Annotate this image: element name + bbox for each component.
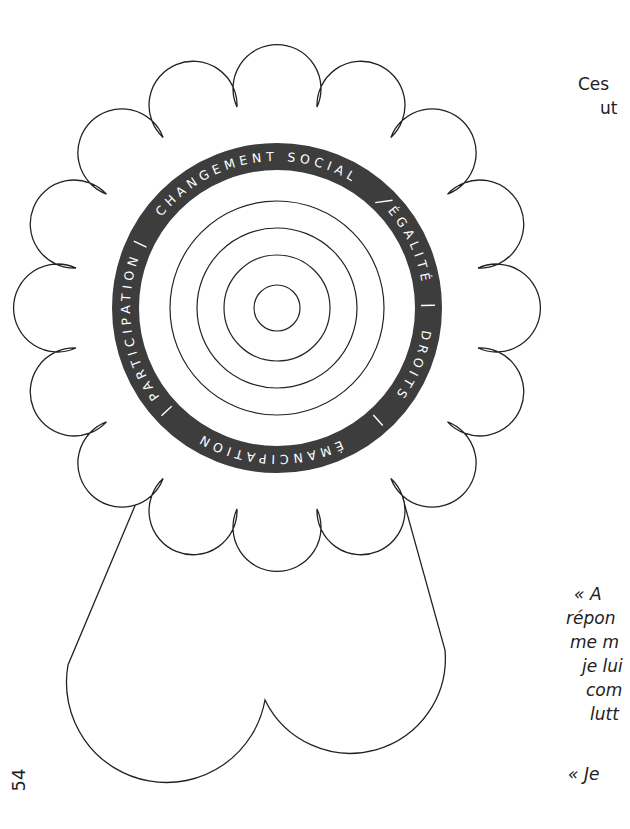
text-fragment: répon — [566, 608, 615, 628]
text-fragment: « Je — [568, 764, 599, 784]
ring-separator — [373, 415, 382, 425]
ring-svg: CHANGEMENT SOCIAL ÉGALITÉ DROITS ÉMANCIPATI… — [112, 143, 442, 473]
ring-word-group: ÉMANCIPATION — [193, 430, 345, 467]
ring-word: ÉGALITÉ — [385, 203, 434, 286]
ring-band: CHANGEMENT SOCIAL ÉGALITÉ DROITS ÉMANCIPATI… — [112, 143, 442, 473]
ring-separator — [161, 406, 171, 416]
concentric-circle — [197, 228, 357, 388]
ring-word: PARTICIPATION — [118, 250, 162, 403]
text-fragment: je lui — [582, 656, 623, 676]
ring-separator — [375, 200, 392, 202]
ring-word-group: PARTICIPATION — [118, 250, 162, 403]
text-fragment: lutt — [590, 704, 619, 724]
ring-separator — [421, 305, 435, 307]
ring-word: DROITS — [391, 329, 434, 404]
ring-word-group: CHANGEMENT SOCIAL — [152, 149, 361, 219]
text-fragment: Ces — [578, 74, 609, 94]
text-fragment: me m — [570, 632, 619, 652]
ring-word: ÉMANCIPATION — [193, 430, 345, 467]
concentric-circle — [224, 255, 330, 361]
ring-separator — [134, 241, 147, 247]
ring-word: CHANGEMENT SOCIAL — [152, 149, 361, 219]
flower-petals — [14, 45, 541, 572]
page-number: 54 — [9, 769, 29, 792]
ring-word-group: DROITS — [391, 329, 434, 404]
concentric-circle — [170, 201, 384, 415]
text-fragment: ut — [600, 98, 617, 118]
concentric-circle — [254, 285, 300, 331]
text-fragment: com — [586, 680, 622, 700]
text-fragment: « A — [574, 584, 602, 604]
ring-word-group: ÉGALITÉ — [385, 203, 434, 286]
